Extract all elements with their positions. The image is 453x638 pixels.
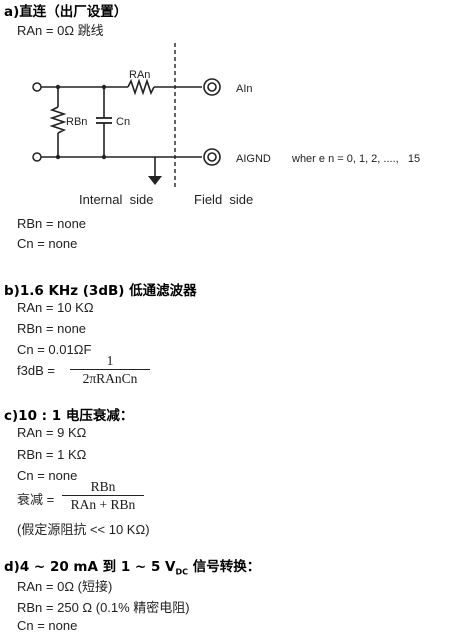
section-d-heading: d)4 ~ 20 mA 到 1 ~ 5 VDC 信号转换： [4,555,260,577]
section-c-note: (假定源阻抗 << 10 KΩ) [17,522,150,537]
field-side-label: Field side [194,192,253,207]
section-c-ran: RAn = 9 KΩ [17,425,87,440]
section-d-rbn: RBn = 250 Ω (0.1% 精密电阻) [17,600,190,615]
section-a-rbn: RBn = none [17,216,87,231]
section-b-ran: RAn = 10 KΩ [17,300,94,315]
section-b-formula: 1 2πRAnCn [70,353,150,386]
section-d-cn: Cn = none [17,618,78,633]
section-c-rbn: RBn = 1 KΩ [17,447,87,462]
section-c-heading: c)10 : 1 电压衰减： [4,408,134,424]
cn-label: Cn [116,116,130,128]
section-c-formula-denominator: RAn + RBn [70,497,136,512]
section-b-heading: b)1.6 KHz (3dB) 低通滤波器 [4,283,197,299]
section-d-ran: RAn = 0Ω (短接) [17,579,113,594]
aignd-label: AIGND [236,153,271,165]
section-d-heading-pre: d)4 ~ 20 mA 到 1 ~ 5 V [4,559,176,575]
section-a-cn: Cn = none [17,236,78,251]
ground-icon [148,176,162,185]
left-bottom-terminal [32,152,42,162]
ran-label: RAn [129,69,150,81]
section-c-formula-numerator: RBn [90,479,116,494]
section-b-f3db-label: f3dB = [17,363,55,378]
section-a-heading: a)直连（出厂设置） [4,4,128,20]
rbn-resistor [49,106,67,134]
section-c-formula: RBn RAn + RBn [62,479,144,512]
left-top-terminal [32,82,42,92]
section-b-rbn: RBn = none [17,321,87,336]
section-b-cn: Cn = 0.01ΩF [17,342,92,357]
ain-label: AIn [236,83,253,95]
section-a-ran: RAn = 0Ω 跳线 [17,23,104,38]
ran-resistor [127,78,155,96]
section-c-cn: Cn = none [17,468,78,483]
section-b-formula-numerator: 1 [106,353,114,368]
section-c-atten-label: 衰减 = [17,492,55,507]
where-label: wher e n = 0, 1, 2, ...., 15 [291,153,420,165]
section-b-formula-denominator: 2πRAnCn [82,371,138,386]
rbn-label: RBn [66,116,87,128]
internal-side-label: Internal side [79,192,153,207]
circuit-diagram: RAn RBn Cn AIn AIGND wher e n = 0, 1, 2,… [32,43,420,207]
section-d-heading-sub: DC [175,567,189,577]
section-d-heading-post: 信号转换： [188,559,261,575]
